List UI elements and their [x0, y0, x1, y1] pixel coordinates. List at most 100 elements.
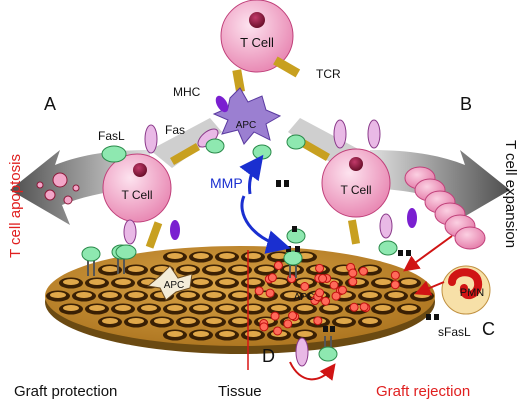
inflammation-dot	[300, 282, 310, 292]
tissue-cell	[189, 251, 213, 263]
tissue-cell	[85, 277, 109, 289]
tissue-cell	[202, 264, 226, 276]
tissue-cell	[293, 329, 317, 341]
inflammation-dot	[283, 319, 293, 329]
tissue-cell	[189, 303, 213, 315]
tissue-cell	[150, 316, 174, 328]
tissue-cell	[189, 277, 213, 289]
fas-left	[144, 124, 158, 154]
t-cell-top-label: T Cell	[240, 35, 274, 50]
tissue-cell	[241, 329, 265, 341]
pmn-label: PMN	[460, 287, 485, 299]
tissue-cell	[358, 290, 382, 302]
tissue-cell	[241, 251, 265, 263]
inflammation-dot	[273, 326, 283, 336]
t-cell-left-label: T Cell	[121, 188, 152, 202]
t-cell-top: T Cell	[220, 0, 301, 93]
tissue-cell	[332, 316, 356, 328]
inflammation-dot	[348, 277, 358, 287]
tissue-cell	[358, 316, 382, 328]
tissue-cell	[371, 277, 395, 289]
inflammation-dot	[254, 286, 264, 296]
tissue-cell	[202, 316, 226, 328]
inflammation-dot	[348, 268, 358, 278]
inflammation-dot	[321, 296, 331, 306]
panel-d-label: D	[262, 346, 275, 366]
tissue-cell	[228, 316, 252, 328]
tissue-cell	[293, 303, 317, 315]
fasl-left	[101, 145, 127, 163]
inflammation-dot	[329, 280, 339, 290]
tissue-cell	[371, 303, 395, 315]
apc-top: APC	[212, 87, 282, 145]
tissue-cell	[215, 303, 239, 315]
inflammation-dot	[267, 273, 277, 283]
tissue-cell	[137, 303, 161, 315]
tissue-cell	[124, 316, 148, 328]
apc-tissue-left-label: APC	[164, 280, 185, 291]
tissue-cell	[280, 290, 304, 302]
tissue-cell	[85, 303, 109, 315]
fas-label: Fas	[165, 123, 185, 137]
mmp-pathway	[239, 144, 306, 254]
inflammation-dot	[390, 280, 400, 290]
tissue-cell	[280, 264, 304, 276]
inflammation-dot	[259, 322, 269, 332]
tcr-label: TCR	[316, 67, 341, 81]
inflammation-dot	[331, 291, 341, 301]
expanded-t-cell	[454, 226, 486, 250]
tissue-cell	[267, 303, 291, 315]
tissue-cell	[254, 264, 278, 276]
pmn-cell: PMN	[426, 265, 491, 320]
t-cell-apoptosis-label: T cell apoptosis	[7, 154, 24, 258]
tissue-cell	[228, 264, 252, 276]
tissue-cell	[46, 290, 70, 302]
tissue-cell	[319, 303, 343, 315]
tissue-cell	[176, 316, 200, 328]
inflammation-dot	[270, 311, 280, 321]
tcr-receptor	[273, 56, 301, 78]
tissue-cell	[163, 329, 187, 341]
t-cell-left: T Cell	[101, 124, 225, 260]
tissue-cell	[397, 277, 421, 289]
sfasl-label: sFasL	[438, 325, 471, 339]
inflamed-region	[254, 261, 400, 336]
inflammation-dot	[358, 266, 368, 276]
apc-tissue-left: APC	[146, 265, 193, 301]
tissue-cell	[59, 277, 83, 289]
inflammation-dot	[349, 302, 359, 312]
apc-tissue-right: APC	[294, 292, 315, 303]
tissue-cell	[176, 290, 200, 302]
tissue-cell	[189, 329, 213, 341]
graft-protection-label: Graft protection	[14, 383, 117, 400]
inflammation-dot	[337, 285, 347, 295]
tissue-cell	[98, 264, 122, 276]
inflammation-dot	[265, 288, 275, 298]
tissue-cell	[384, 290, 408, 302]
apc-top-label: APC	[236, 120, 257, 131]
tissue-cell	[111, 303, 135, 315]
inflammation-dot	[318, 274, 328, 284]
tissue-cell	[72, 290, 96, 302]
tissue-cell	[215, 329, 239, 341]
tissue-cell	[228, 290, 252, 302]
tissue-cell	[176, 264, 200, 276]
tissue-cell	[215, 277, 239, 289]
inflammation-dot	[390, 270, 400, 280]
inflammation-dot	[359, 302, 369, 312]
tissue-cell	[59, 303, 83, 315]
inflammation-dot	[288, 311, 298, 321]
t-cell-right: T Cell	[286, 119, 417, 256]
red-arrows	[289, 235, 453, 381]
panel-c-label: C	[482, 319, 495, 339]
apc-tissue-right-label: APC	[294, 292, 315, 303]
fasl-label: FasL	[98, 129, 125, 143]
inflammation-dot	[315, 263, 325, 273]
t-cell-expansion-chain	[404, 166, 486, 250]
tissue-cell	[111, 277, 135, 289]
tissue-cell	[163, 303, 187, 315]
tissue-cell	[98, 290, 122, 302]
tissue-cell	[163, 251, 187, 263]
tissue-cell	[241, 277, 265, 289]
